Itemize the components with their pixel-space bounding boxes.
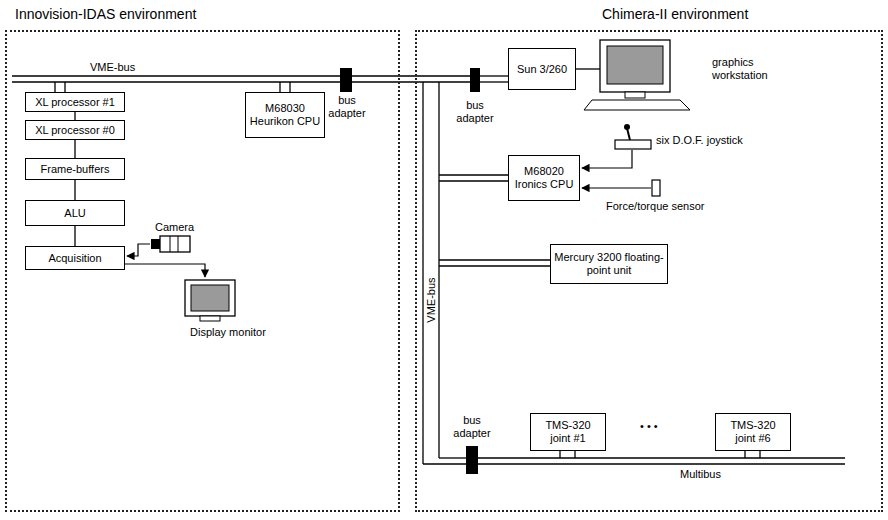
camera-rib [170, 236, 171, 252]
box-label: Mercury 3200 floating-point unit [554, 251, 664, 277]
vme-bus-line [438, 82, 439, 458]
joystick-arrow [582, 150, 632, 168]
bus-link [74, 226, 75, 246]
bus-tap [439, 259, 550, 260]
adapter-label: bus adapter [450, 99, 500, 125]
dsp-box: TMS-320 joint #6 [715, 413, 791, 451]
device-label: Camera [155, 221, 194, 234]
monitor-screen [191, 285, 229, 311]
device-label: graphics workstation [712, 56, 784, 82]
bus-tap [439, 265, 550, 266]
bus-tap [439, 174, 508, 175]
camera-lens [151, 239, 160, 249]
bus-tap [439, 180, 508, 181]
bus-label: VME-bus [426, 275, 437, 324]
bus-adapter-block [340, 68, 352, 92]
video-out-arrow [125, 264, 205, 277]
monitor-case [600, 40, 670, 92]
acquisition-box: Acquisition [25, 246, 125, 270]
workstation-box: Sun 3/260 [508, 48, 576, 90]
monitor-screen [607, 46, 663, 84]
device-label: six D.O.F. joystick [656, 134, 743, 147]
vme-bus-line [422, 82, 423, 464]
joystick-icon [615, 124, 651, 149]
box-label: Acquisition [48, 252, 101, 265]
bus-lines [12, 69, 845, 464]
box-label: TMS-320 joint #6 [719, 419, 787, 445]
vme-bus-line [352, 81, 470, 82]
display-monitor-icon [185, 280, 235, 321]
region-heading: Innovision-IDAS environment [15, 6, 196, 22]
bus-tap [64, 82, 65, 92]
monitor-case [185, 280, 235, 316]
bus-tap [559, 451, 560, 458]
region-heading: Chimera-II environment [602, 6, 748, 22]
box-label: ALU [64, 207, 85, 220]
bus-link [74, 140, 75, 158]
bus-tap [574, 451, 575, 458]
adapter-label: bus adapter [447, 414, 497, 440]
bus-adapter-block [466, 446, 478, 474]
camera-rib [178, 236, 179, 252]
bus-tap [289, 82, 290, 92]
cpu-box: M68030 Heurikon CPU [245, 92, 325, 138]
device-label: Force/torque sensor [606, 200, 704, 213]
vme-bus-line [480, 81, 508, 82]
bus-tap [759, 451, 760, 458]
force-sensor-icon [652, 180, 660, 196]
monitor-stand [200, 316, 220, 321]
keyboard [584, 100, 690, 110]
bus-link [74, 112, 75, 120]
monitor-stand [625, 92, 645, 98]
vme-bus-line [480, 75, 508, 76]
box-label: XL processor #0 [35, 124, 115, 137]
dsp-box: TMS-320 joint #1 [530, 413, 606, 451]
vme-bus-line [439, 457, 466, 458]
box-label: XL processor #1 [35, 96, 115, 109]
environment-region: Chimera-II environmentSun 3/260M68020 Ir… [415, 30, 883, 512]
processor-box: XL processor #1 [25, 92, 125, 112]
multibus-line [478, 463, 845, 464]
camera-icon [151, 236, 190, 252]
box-label: TMS-320 joint #1 [534, 419, 602, 445]
multibus-line [478, 457, 845, 458]
workstation-icon [584, 40, 690, 110]
joystick-base [615, 140, 651, 149]
bus-tap [54, 82, 55, 92]
bus-tap [279, 82, 280, 92]
vme-bus-line [12, 75, 340, 76]
box-label: M68030 Heurikon CPU [249, 102, 321, 128]
sensor-arrow [582, 187, 651, 188]
bus-link [74, 180, 75, 200]
video-in-arrow [127, 244, 150, 256]
bus-label: VME-bus [90, 61, 135, 74]
device-label: Display monitor [190, 326, 290, 339]
bus-label: Multibus [680, 468, 721, 481]
bus-tap [744, 451, 745, 458]
processor-box: XL processor #0 [25, 120, 125, 140]
bus-adapter-block [470, 68, 480, 92]
camera-body [160, 236, 190, 252]
alu-box: ALU [25, 200, 125, 226]
box-label: Sun 3/260 [517, 63, 567, 76]
buffer-box: Frame-buffers [25, 158, 125, 180]
box-label: M68020 Ironics CPU [512, 165, 576, 191]
ellipsis-mark: • • • [640, 420, 658, 433]
adapter-label: bus adapter [322, 94, 372, 120]
cpu-box: M68020 Ironics CPU [508, 155, 580, 201]
joystick-knob [624, 124, 630, 130]
vme-bus-line [423, 463, 466, 464]
fpu-box: Mercury 3200 floating-point unit [550, 244, 668, 284]
vme-bus-line [352, 75, 470, 76]
display-cable [576, 68, 600, 69]
box-label: Frame-buffers [41, 163, 110, 176]
vme-bus-line [12, 81, 340, 82]
